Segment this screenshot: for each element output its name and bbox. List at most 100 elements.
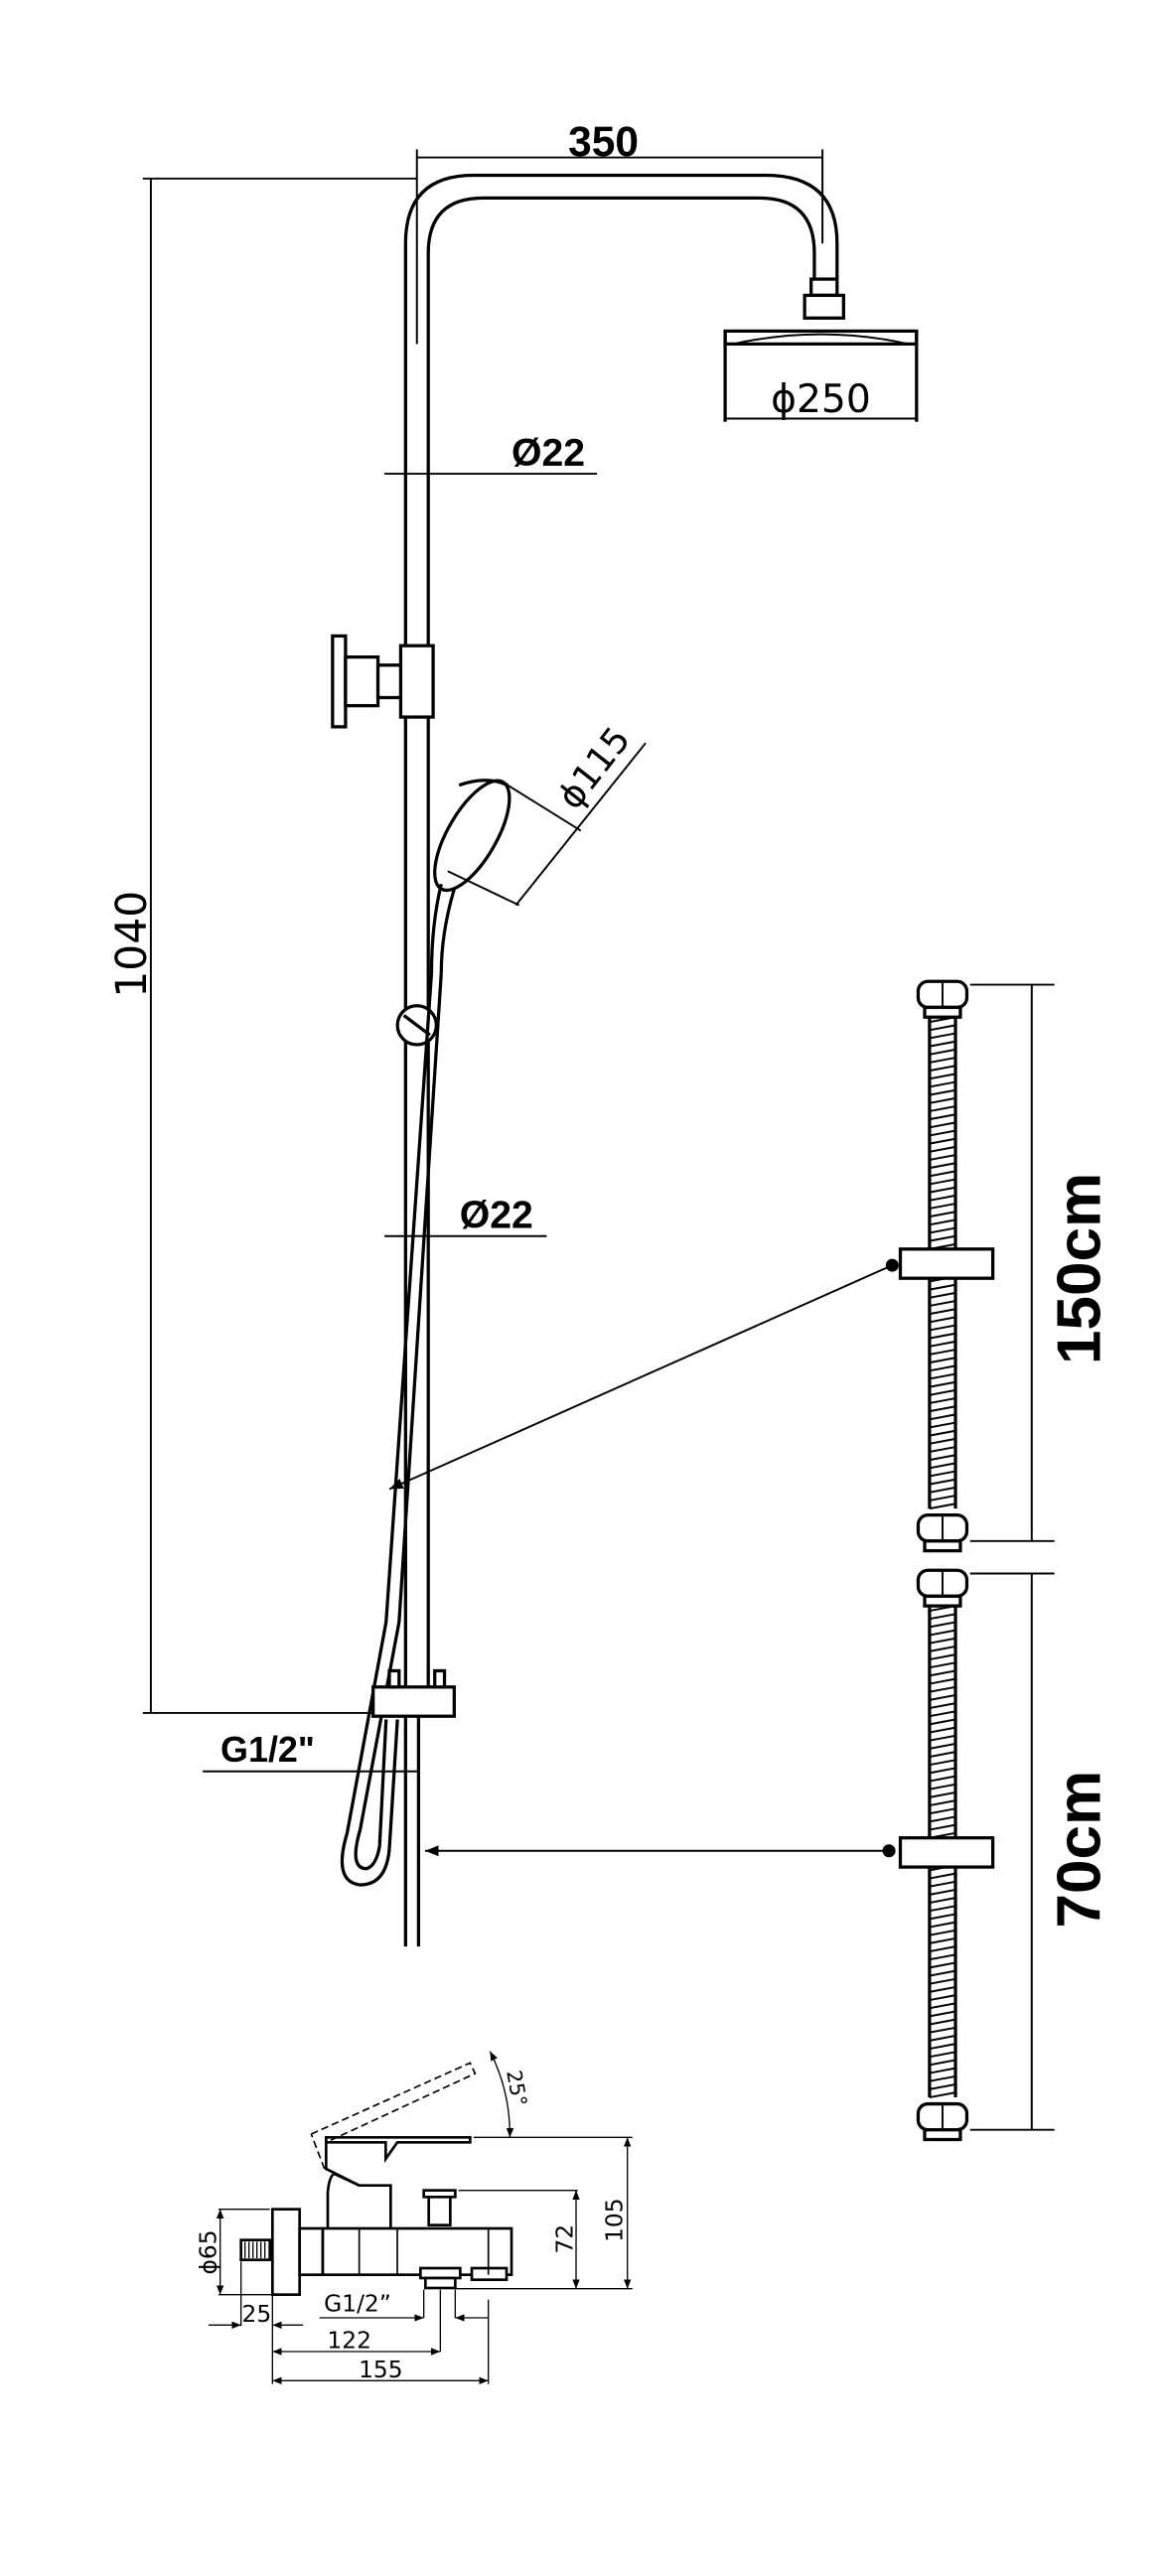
hose-ridge	[929, 1503, 956, 1510]
hose-ridge	[929, 1186, 956, 1194]
hose-ridge	[929, 1815, 956, 1823]
hose-ridge	[929, 1799, 956, 1806]
hose-ridge	[929, 1349, 956, 1356]
hose-ridge	[929, 1977, 956, 1985]
hose-ridge	[929, 1170, 956, 1178]
hose-nut	[916, 1568, 969, 1608]
hose-ridge	[929, 1478, 956, 1486]
hose-ridge	[929, 1945, 956, 1952]
shower-rail	[403, 173, 839, 1687]
hose-ridge	[929, 1405, 956, 1413]
connection-label: G1/2"	[220, 1729, 315, 1770]
bottom-connector: G1/2"	[203, 1668, 456, 1947]
hose-ridge	[929, 2091, 956, 2098]
hose-ridge	[929, 2051, 956, 2059]
width-label: 350	[568, 118, 639, 165]
hose-ridge	[929, 1203, 956, 1210]
hose-nut	[916, 979, 969, 1019]
hose-ridge	[929, 1807, 956, 1815]
hose-ridge	[929, 1677, 956, 1685]
hose-ridge	[929, 1121, 956, 1129]
hose-ridge	[929, 1929, 956, 1936]
hose-ridge	[929, 1629, 956, 1637]
outlet-distance-label: 122	[327, 2327, 371, 2355]
hose-ridge	[929, 1024, 956, 1032]
hose-ridge	[929, 1194, 956, 1202]
outlet-thread-label: G1/2”	[324, 2289, 391, 2317]
hose-ridge	[929, 1364, 956, 1372]
hose-ridge	[929, 1162, 956, 1170]
hose-ridge	[929, 1413, 956, 1421]
hose-ridge	[929, 1032, 956, 1040]
head-diameter-label: ϕ250	[771, 377, 871, 422]
wall-bracket	[331, 634, 435, 729]
hose-callouts	[388, 1258, 899, 1858]
hose-ridge	[929, 1357, 956, 1364]
hose-ridge	[929, 2083, 956, 2090]
hose-ridge	[929, 1332, 956, 1340]
hose-ridge	[929, 1446, 956, 1453]
hose-ridge	[929, 1694, 956, 1701]
hose-ridge	[929, 1129, 956, 1137]
hose-ridge	[929, 1783, 956, 1790]
hose-ridge	[929, 1057, 956, 1064]
hose-ridge	[929, 1495, 956, 1502]
hose-ridge	[929, 1872, 956, 1880]
hose-ridge	[929, 1661, 956, 1669]
hose-ridge	[929, 1889, 956, 1896]
hose-ridge	[929, 1905, 956, 1913]
hose-ridge	[929, 1218, 956, 1226]
hose-ridge	[929, 1961, 956, 1969]
hose-sleeve	[898, 1247, 995, 1280]
hose-ridge	[929, 1234, 956, 1242]
hose-ridge	[929, 1969, 956, 1977]
long-hose-label: 150cm	[1045, 1173, 1113, 1364]
hose-ridge	[929, 1775, 956, 1783]
height-dimension: 1040	[108, 177, 417, 1714]
hose-ridge	[929, 1380, 956, 1388]
hose-ridge	[929, 1324, 956, 1332]
hose-ridge	[929, 2075, 956, 2082]
hose-ridge	[929, 1669, 956, 1677]
hose-ridge	[929, 1154, 956, 1161]
hose-ridge	[929, 1470, 956, 1478]
hose-ridge	[929, 1646, 956, 1652]
hose-ridge	[929, 1937, 956, 1944]
hose-ridge	[929, 1211, 956, 1218]
hose-ridge	[929, 1113, 956, 1121]
hose-ridge	[929, 1308, 956, 1316]
hose-ridge	[929, 1437, 956, 1445]
hose-ridge	[929, 1823, 956, 1831]
hose-ridge	[929, 1653, 956, 1660]
hose-ridge	[929, 1921, 956, 1929]
hose-ridge	[929, 1316, 956, 1324]
hose-ridge	[929, 1710, 956, 1718]
hand-shower: ϕ115	[429, 720, 647, 974]
height-label: 1040	[108, 891, 157, 998]
hose-ridge	[929, 2010, 956, 2018]
hose-ridge	[929, 1065, 956, 1073]
spout-height-label: 72	[551, 2224, 579, 2254]
hose-ridge	[929, 1986, 956, 1993]
hose-ridge	[929, 1913, 956, 1921]
hose-nut	[916, 1513, 969, 1553]
angle-label: 25°	[502, 2069, 531, 2108]
hose-ridge	[929, 1372, 956, 1380]
hose-sleeve	[898, 1836, 995, 1869]
hose-ridge	[929, 1105, 956, 1112]
hose-ridge	[929, 1088, 956, 1096]
hose-ridge	[929, 1429, 956, 1437]
hose-ridge	[929, 1767, 956, 1775]
hose-ridge	[929, 1178, 956, 1186]
shower-hose	[340, 973, 443, 1887]
hose-ridge	[929, 1637, 956, 1645]
hose-ridge	[929, 1397, 956, 1404]
hose-ridge	[929, 1145, 956, 1153]
hose-ridge	[929, 2059, 956, 2067]
hose-ridge	[929, 1734, 956, 1742]
lower-pipe-dimension: Ø22	[384, 1195, 547, 1237]
hose-ridge	[929, 2067, 956, 2075]
mixer-height-label: 105	[601, 2198, 629, 2242]
hose-ridge	[929, 1880, 956, 1888]
hose-ridge	[929, 1283, 956, 1291]
